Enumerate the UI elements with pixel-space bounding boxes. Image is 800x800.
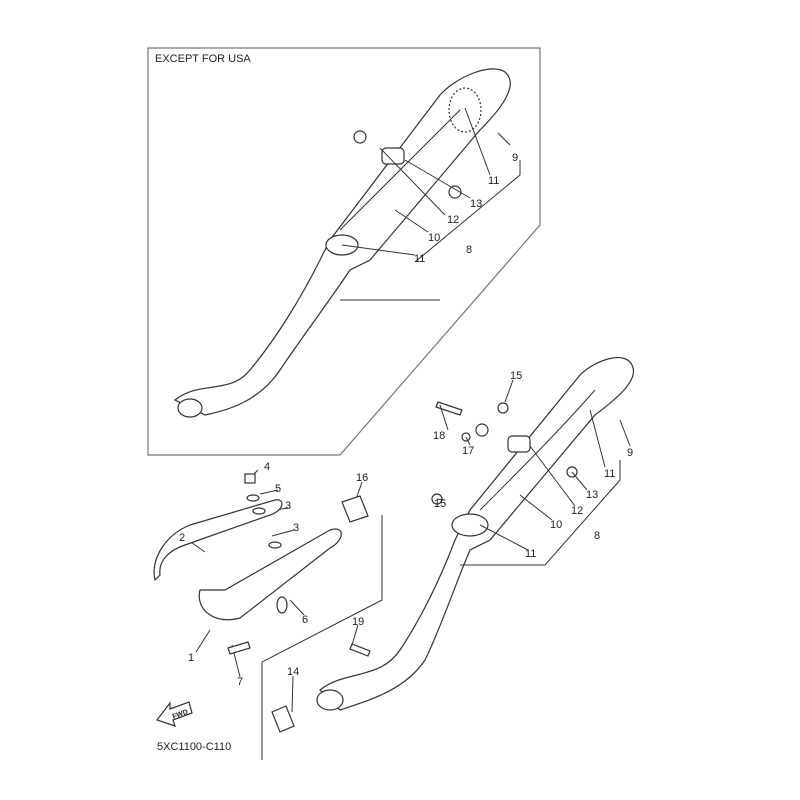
callout-1: 1 [188,652,194,664]
callout-11b: 11 [525,548,536,560]
exhaust-pipe-and-guard [153,473,369,655]
callout-10: 10 [428,232,440,244]
region-note: EXCEPT FOR USA [155,53,251,65]
callout-4: 4 [264,461,270,473]
callout-13: 13 [586,489,598,501]
callout-17: 17 [462,445,474,457]
callout-15b: 15 [434,498,446,510]
callout-3: 3 [285,500,291,512]
callout-18: 18 [433,430,445,442]
callout-6: 6 [302,614,308,626]
callout-16: 16 [356,472,368,484]
callout-19: 19 [352,616,364,628]
leader-lines-bottom [187,379,631,760]
callout-2: 2 [179,532,185,544]
callout-11: 11 [488,175,499,187]
muffler-assembly-except-usa [173,68,511,418]
muffler-assembly [271,356,635,733]
fwd-arrow-icon: FWD [156,701,193,727]
callout-12: 12 [571,505,583,517]
callout-5: 5 [275,483,281,495]
leader-lines-top [340,107,521,301]
callout-14: 14 [287,666,299,678]
callout-9: 9 [627,447,633,459]
callout-11: 11 [604,468,615,480]
callout-11b: 11 [414,253,425,265]
callout-9: 9 [512,152,518,164]
diagram-code: 5XC1100-C110 [157,741,231,753]
callout-10: 10 [550,519,562,531]
callout-3b: 3 [293,522,299,534]
callout-8: 8 [594,530,600,542]
callout-12: 12 [447,214,459,226]
callout-8: 8 [466,244,472,256]
except-usa-region-box [147,47,541,456]
callout-13: 13 [470,198,482,210]
callout-15: 15 [510,370,522,382]
callout-7: 7 [237,676,243,688]
